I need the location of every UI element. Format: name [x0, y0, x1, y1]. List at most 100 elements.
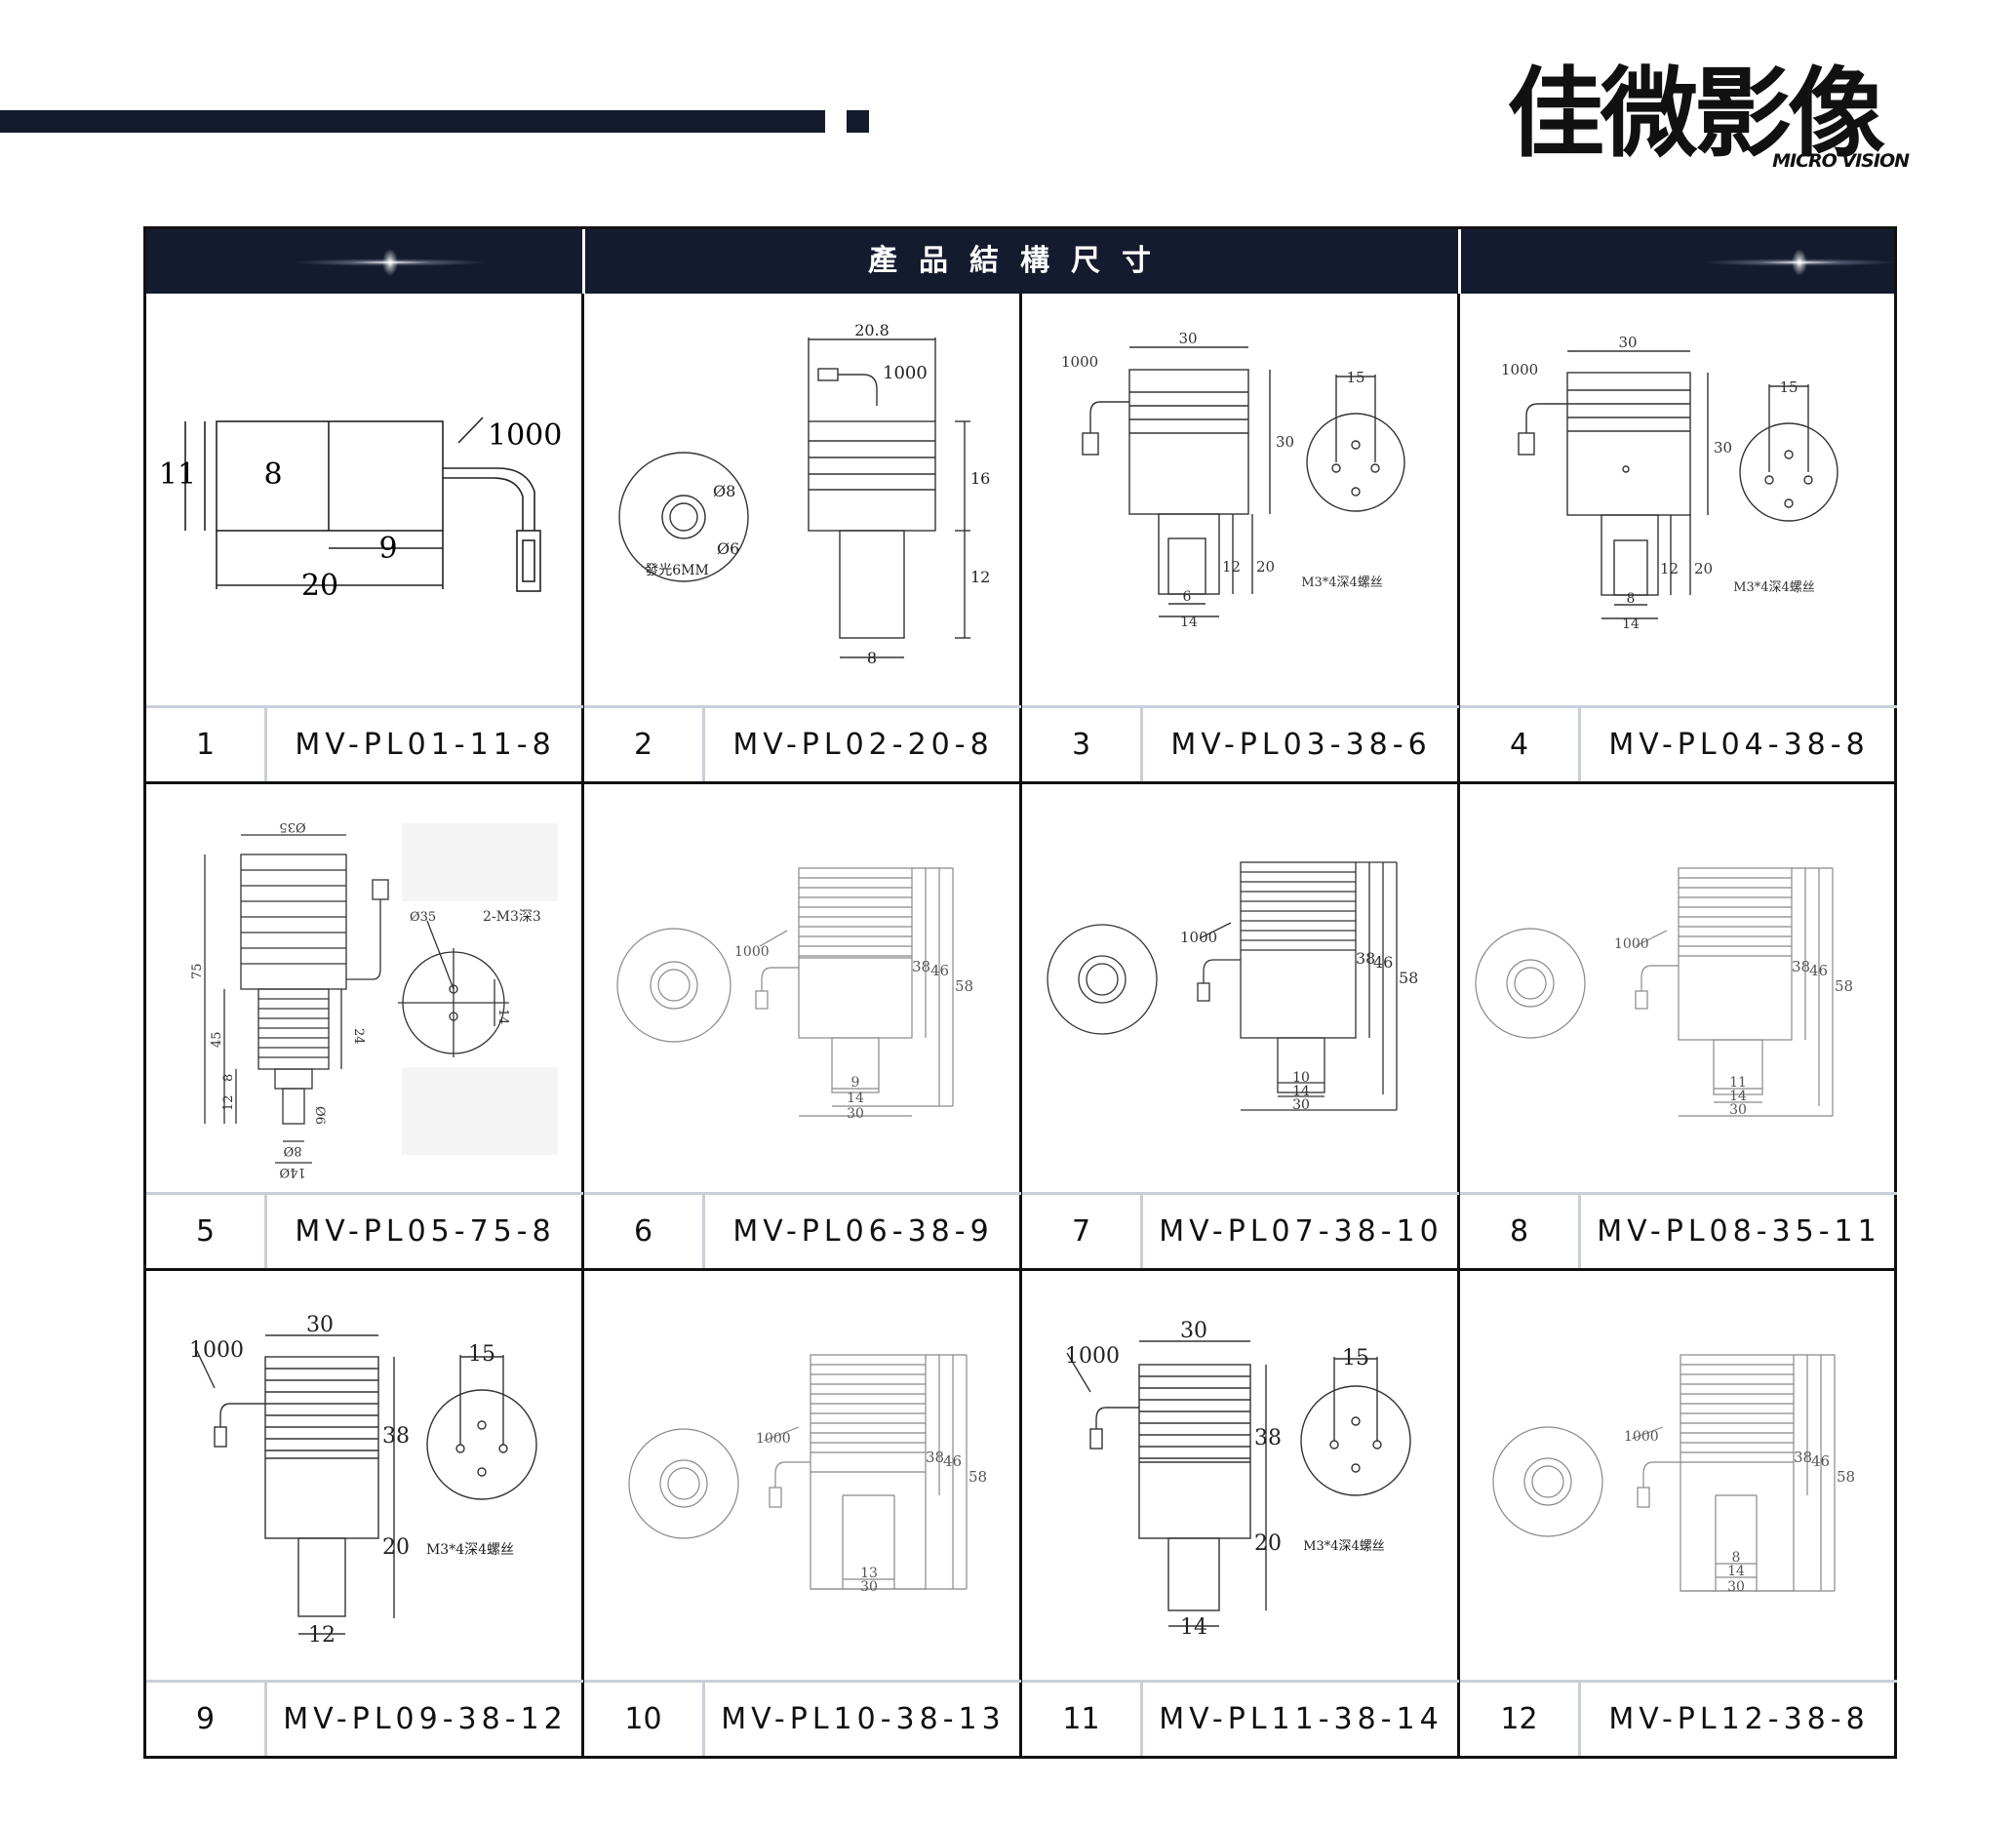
svg-text:58: 58	[955, 977, 973, 995]
svg-text:20.8: 20.8	[854, 321, 889, 339]
product-model: MV-PL01-11-8	[295, 728, 556, 762]
header-bar	[0, 110, 825, 133]
product-model: MV-PL12-38-8	[1608, 1702, 1870, 1736]
svg-text:13: 13	[860, 1566, 878, 1581]
svg-text:1000: 1000	[734, 944, 770, 960]
svg-text:20: 20	[1254, 1531, 1282, 1556]
svg-text:46: 46	[1373, 953, 1393, 972]
svg-text:Ø35: Ø35	[410, 910, 436, 925]
dimension-drawing-11: 30 1000 38 20 14 15 M3*4深4螺丝	[1065, 1319, 1411, 1640]
svg-text:38: 38	[1254, 1426, 1282, 1450]
svg-text:M3*4深4螺丝: M3*4深4螺丝	[1301, 576, 1383, 590]
svg-text:20: 20	[382, 1535, 410, 1560]
svg-text:14: 14	[1622, 616, 1640, 632]
dimension-drawing-12: 1000 38 46 58 8 14 30	[1492, 1354, 1855, 1595]
svg-text:9: 9	[378, 532, 397, 566]
svg-text:30: 30	[306, 1313, 334, 1337]
product-number: 10	[584, 1683, 705, 1756]
svg-text:11: 11	[1729, 1075, 1747, 1091]
product-number: 2	[584, 708, 705, 781]
svg-text:15: 15	[1342, 1346, 1369, 1370]
svg-text:30: 30	[1714, 439, 1732, 457]
product-number: 8	[1460, 1195, 1581, 1268]
product-cell-11: 30 1000 38 20 14 15 M3*4深4螺丝 11 MV-PL11-…	[1022, 1271, 1459, 1756]
svg-text:14: 14	[1180, 1615, 1207, 1640]
svg-text:30: 30	[1729, 1102, 1747, 1118]
product-label-row: 6 MV-PL06-38-9	[584, 1192, 1021, 1268]
svg-text:58: 58	[968, 1468, 987, 1486]
svg-text:12: 12	[970, 568, 990, 586]
svg-text:9: 9	[851, 1075, 860, 1091]
table-header: 產品結構尺寸	[146, 229, 1897, 294]
svg-text:46: 46	[1811, 1452, 1830, 1470]
product-label-row: 1 MV-PL01-11-8	[146, 705, 583, 781]
svg-text:Ø6: Ø6	[717, 539, 739, 558]
product-model: MV-PL08-35-11	[1597, 1214, 1881, 1249]
svg-text:46: 46	[1809, 962, 1828, 979]
svg-text:45: 45	[210, 1031, 224, 1048]
product-label-row: 7 MV-PL07-38-10	[1022, 1192, 1459, 1268]
svg-text:1000: 1000	[1065, 1344, 1120, 1369]
svg-text:8: 8	[1732, 1550, 1741, 1566]
product-number: 4	[1460, 708, 1581, 781]
header-square	[847, 110, 869, 133]
product-model: MV-PL10-38-13	[721, 1702, 1006, 1736]
product-cell-6: 1000 38 46 58 9 14 30 6 MV-PL06-38-9	[584, 784, 1021, 1268]
svg-text:1000: 1000	[1624, 1429, 1659, 1445]
svg-text:1000: 1000	[1061, 353, 1098, 371]
svg-text:38: 38	[1356, 949, 1375, 968]
svg-text:12: 12	[1222, 558, 1241, 576]
dimension-drawing-8: 1000 38 46 58 11 14 30	[1475, 867, 1853, 1118]
product-cell-8: 1000 38 46 58 11 14 30 8 MV-PL08-35-11	[1460, 784, 1897, 1268]
svg-text:15: 15	[1779, 378, 1798, 396]
svg-text:1000: 1000	[488, 418, 562, 453]
svg-text:14: 14	[847, 1091, 864, 1106]
svg-text:M3*4深4螺丝: M3*4深4螺丝	[426, 1542, 514, 1558]
svg-text:Ø35: Ø35	[279, 819, 305, 834]
dimension-drawing-1: 11 8 1000 9 20	[159, 417, 562, 603]
brand-logo: 佳微影像 MICRO VISION	[1507, 60, 1917, 178]
svg-text:8: 8	[263, 457, 282, 492]
svg-text:46: 46	[930, 962, 949, 979]
svg-text:1000: 1000	[189, 1338, 244, 1363]
svg-text:8: 8	[867, 649, 877, 667]
svg-text:14: 14	[1729, 1089, 1747, 1104]
svg-text:1000: 1000	[1501, 361, 1538, 378]
svg-text:M3*4深4螺丝: M3*4深4螺丝	[1733, 580, 1815, 595]
svg-text:30: 30	[1276, 433, 1294, 451]
svg-text:46: 46	[943, 1452, 962, 1470]
product-model: MV-PL11-38-14	[1159, 1702, 1443, 1736]
product-number: 6	[584, 1195, 705, 1268]
svg-text:14: 14	[1727, 1564, 1745, 1579]
svg-text:Ø6: Ø6	[312, 1106, 327, 1125]
product-number: 1	[146, 708, 267, 781]
svg-text:58: 58	[1837, 1468, 1855, 1486]
svg-text:38: 38	[382, 1424, 410, 1449]
svg-text:發光6MM: 發光6MM	[645, 563, 709, 578]
svg-text:1000: 1000	[756, 1431, 791, 1447]
product-model: MV-PL06-38-9	[732, 1214, 994, 1249]
product-number: 7	[1022, 1195, 1143, 1268]
product-cell-10: 1000 38 46 58 13 30 10 MV-PL10-38-13	[584, 1271, 1021, 1756]
product-cell-5: Ø35 75 45 8 12 24 8Ø 14Ø Ø6 Ø35 2-M3深3 1…	[146, 784, 583, 1268]
light-flare-right	[1702, 249, 1897, 276]
dimension-drawing-5: Ø35 75 45 8 12 24 8Ø 14Ø Ø6 Ø35 2-M3深3 1…	[190, 819, 558, 1179]
product-label-row: 2 MV-PL02-20-8	[584, 705, 1021, 781]
product-model: MV-PL03-38-6	[1170, 728, 1432, 762]
svg-text:12: 12	[1660, 560, 1679, 577]
svg-text:8Ø: 8Ø	[284, 1143, 302, 1158]
svg-text:8: 8	[1627, 591, 1636, 607]
product-number: 12	[1460, 1683, 1581, 1756]
svg-text:6: 6	[1183, 589, 1192, 605]
product-dimension-table: 產品結構尺寸 11 8 1000 9 20	[143, 226, 1897, 1759]
brand-name-cn: 佳微影像	[1507, 57, 1885, 171]
svg-text:38: 38	[926, 1449, 944, 1466]
product-cell-7: 1000 38 46 58 10 14 30 7 MV-PL07-38-10	[1022, 784, 1459, 1268]
product-cell-3: 30 1000 30 12 20 6 14 15 M3*4深4螺丝 3 MV-P…	[1022, 297, 1459, 781]
product-label-row: 12 MV-PL12-38-8	[1460, 1680, 1897, 1756]
svg-text:10: 10	[1292, 1070, 1310, 1086]
svg-text:24: 24	[351, 1028, 366, 1045]
svg-text:11: 11	[159, 457, 196, 492]
svg-text:58: 58	[1399, 969, 1418, 987]
product-number: 3	[1022, 708, 1143, 781]
